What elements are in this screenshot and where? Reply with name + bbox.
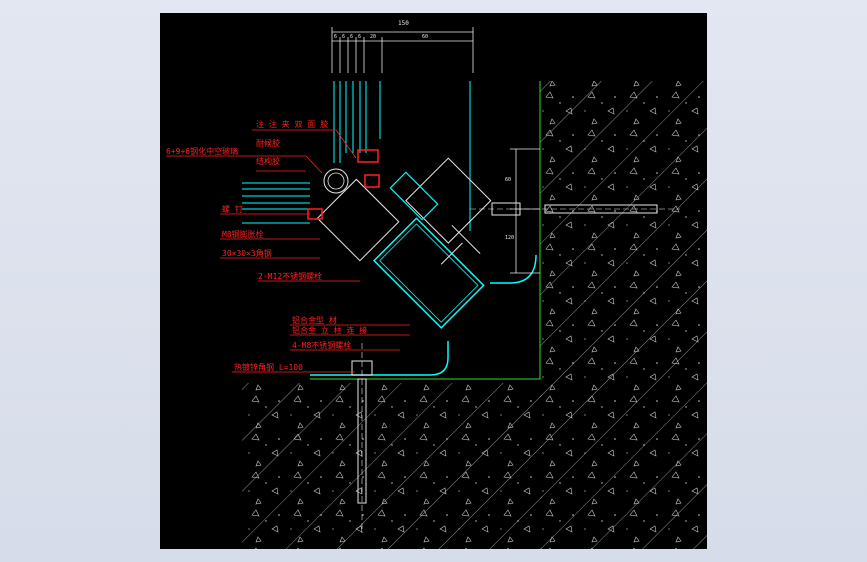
- dim-small-1: 6: [334, 34, 337, 40]
- dim-v-upper: 60: [505, 177, 511, 183]
- bottom-bent-plate: [310, 341, 449, 376]
- dim-v-lower: 120: [505, 235, 514, 241]
- dim-small-3: 6: [350, 34, 353, 40]
- label-aluminium-profile: 铝合金型 材: [292, 315, 337, 325]
- right-bent-plate: [490, 254, 537, 284]
- silicone-seals: [307, 149, 380, 220]
- label-screw: 螺 钉: [222, 204, 243, 214]
- dim-small-4: 6: [358, 34, 361, 40]
- dimension-chain: [331, 27, 474, 73]
- concrete-slab-bottom: [242, 383, 542, 549]
- leader-lines: [166, 129, 410, 373]
- dim-mid: 20: [370, 34, 376, 40]
- anchor-bolt-vertical: [351, 343, 373, 533]
- label-angle-steel: 30×30×3角钢: [222, 248, 272, 258]
- label-sealant-tape: 注 注 夹 双 面 胶: [256, 119, 328, 129]
- dim-overall: 150: [398, 20, 409, 27]
- label-mullion-connection: 铝合金 立 柱 连 接: [292, 325, 367, 335]
- backer-rod: [323, 168, 349, 194]
- dim-right: 60: [422, 34, 428, 40]
- corner-profile-assembly: [316, 157, 492, 329]
- label-expansion-bolt: M8钢膨胀栓: [222, 229, 264, 239]
- vertical-mullion: [333, 81, 471, 231]
- label-stainless-bolt-m8: 4-M8不锈钢螺栓: [292, 340, 351, 350]
- wall-outline: [310, 81, 541, 380]
- dim-small-2: 6: [342, 34, 345, 40]
- drawing-canvas: 150 6 6 6 6 20 60: [160, 13, 707, 549]
- label-glass: 6+9+6钢化中空玻璃: [166, 146, 238, 156]
- label-structural-sealant: 结构胶: [256, 156, 280, 166]
- label-stainless-bolt-m12: 2-M12不锈钢螺栓: [258, 271, 322, 281]
- dimension-vertical-right: [510, 148, 540, 274]
- concrete-wall-right: [540, 81, 707, 549]
- glass-panel-horizontal: [242, 182, 310, 224]
- label-weather-sealant: 耐候胶: [256, 138, 280, 148]
- label-galvanized-angle: 热镀锌角钢 L=100: [234, 362, 303, 372]
